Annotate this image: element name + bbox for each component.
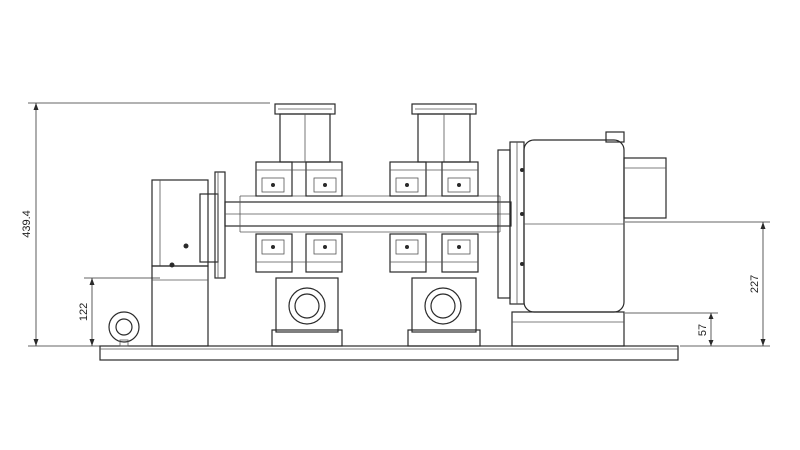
drive-housing: [151, 171, 226, 347]
dim-label-base-height: 57: [697, 324, 709, 336]
upper-feed-unit-1: [255, 103, 343, 197]
dimension-base-height: 57: [625, 312, 718, 346]
upper-feed-unit-2: [389, 103, 479, 197]
drum-chamber: [497, 131, 667, 347]
dim-label-total-height: 439.4: [21, 210, 33, 238]
lower-feed-unit-1: [255, 233, 343, 347]
lifting-eye: [108, 311, 140, 347]
dimension-left-height: 122: [78, 277, 160, 346]
dim-label-right-height: 227: [749, 275, 761, 293]
dimension-right-height: 227: [625, 221, 770, 347]
main-shaft: [224, 195, 512, 233]
base-plate: [99, 345, 679, 361]
lower-feed-unit-2: [389, 233, 481, 347]
dim-label-left-height: 122: [78, 303, 90, 321]
dimension-total-height: 439.4: [21, 102, 270, 347]
